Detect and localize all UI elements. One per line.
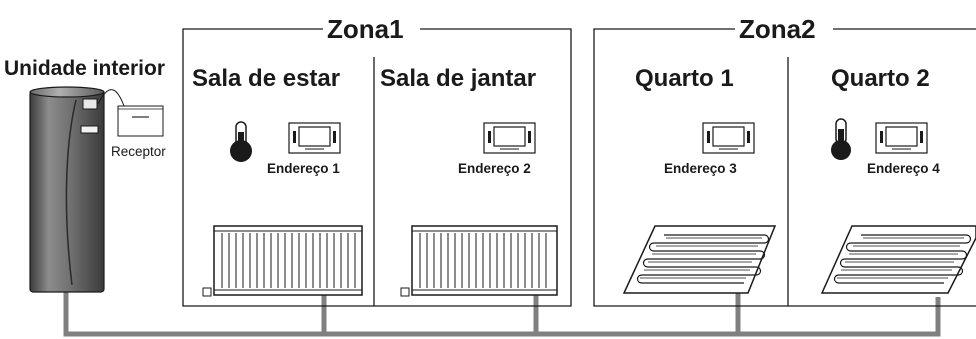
thermometer-icon	[831, 118, 851, 160]
thermometer-icon	[230, 121, 252, 162]
room-quarto-1: Quarto 1 Endereço 3	[622, 65, 777, 294]
address-label-4: Endereço 4	[867, 161, 940, 176]
address-label-2: Endereço 2	[458, 161, 531, 176]
indoor-unit-display	[82, 98, 98, 110]
indoor-unit-slot	[80, 125, 99, 134]
address-label-3: Endereço 3	[664, 161, 737, 176]
receptor: Receptor	[111, 105, 166, 159]
zone-2-title: Zona2	[739, 14, 816, 44]
receptor-label: Receptor	[111, 144, 166, 159]
indoor-unit-top	[29, 86, 105, 98]
address-label-1: Endereço 1	[267, 161, 340, 176]
room-sala-de-jantar: Sala de jantar Endereço 2	[380, 65, 558, 297]
room-quarto-2: Quarto 2 Endereço 4	[820, 65, 976, 294]
receptor-wire	[97, 89, 125, 107]
zone-2-frame	[593, 28, 976, 307]
main-pipe	[63, 290, 941, 337]
thermostat-controller-icon	[483, 122, 536, 154]
zone-1-title: Zona1	[327, 14, 404, 44]
room-label-sala-de-estar: Sala de estar	[192, 65, 340, 92]
underfloor-heating-icon	[820, 225, 976, 294]
piping	[63, 290, 941, 337]
zone-2: Zona2 Quarto 1 Endereço 3 Quarto 2	[593, 14, 976, 307]
radiator-icon	[400, 225, 558, 297]
room-sala-de-estar: Sala de estar Endereço 1	[192, 65, 363, 297]
receptor-box	[117, 105, 164, 137]
thermostat-controller-icon	[288, 122, 341, 154]
radiator-icon	[202, 225, 363, 297]
zone-1: Zona1 Sala de estar Endereço 1	[182, 14, 572, 307]
thermostat-controller-icon	[702, 122, 755, 154]
room-label-quarto-2: Quarto 2	[831, 65, 930, 92]
room-label-sala-de-jantar: Sala de jantar	[380, 65, 536, 92]
indoor-unit-title: Unidade interior	[4, 57, 165, 80]
zone-1-frame	[182, 28, 572, 307]
room-label-quarto-1: Quarto 1	[635, 65, 734, 92]
underfloor-heating-icon	[622, 225, 777, 294]
indoor-unit: Unidade interior Receptor	[4, 57, 166, 293]
thermostat-controller-icon	[875, 122, 928, 154]
indoor-unit-panel-line	[65, 99, 77, 286]
